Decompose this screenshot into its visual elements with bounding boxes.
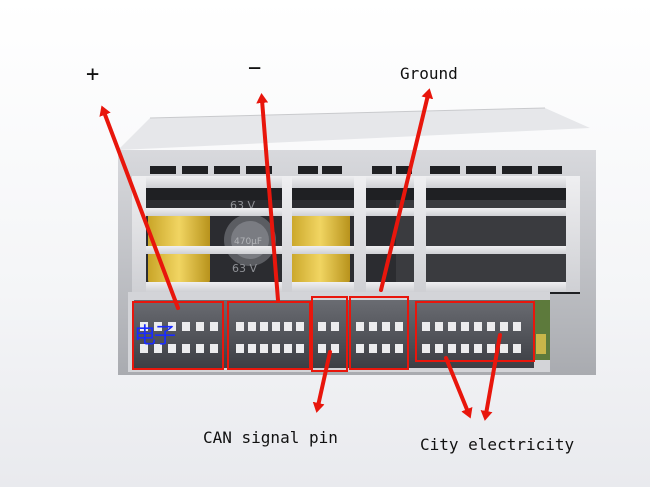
pin-slot	[272, 344, 280, 353]
arrow-city-2	[480, 333, 502, 421]
annotation-boxes	[132, 296, 535, 372]
pin-slot	[248, 344, 256, 353]
pin-slot	[154, 322, 162, 331]
label-negative: −	[248, 56, 262, 81]
pin-slot	[196, 322, 204, 331]
pin-slot	[513, 322, 521, 331]
label-ground: Ground	[400, 64, 458, 83]
pin-slot	[272, 322, 280, 331]
pin-slot	[296, 322, 304, 331]
pin-slot	[284, 344, 292, 353]
pin-slot	[395, 344, 403, 353]
pin-slot	[487, 344, 495, 353]
pin-slot	[168, 344, 176, 353]
box-positive-output	[132, 301, 224, 370]
pin-slot	[435, 344, 443, 353]
box-can-signal	[311, 296, 348, 372]
pin-slot	[369, 344, 377, 353]
pin-slot	[284, 322, 292, 331]
pin-slot	[382, 344, 390, 353]
pin-slot	[318, 344, 326, 353]
pin-slot	[331, 344, 339, 353]
pin-slot	[500, 344, 508, 353]
pin-slot	[435, 322, 443, 331]
pin-slot	[260, 344, 268, 353]
pin-slot	[513, 344, 521, 353]
ventilation-grille	[132, 176, 580, 292]
pin-slot	[369, 322, 377, 331]
pin-slot	[474, 344, 482, 353]
pin-slot	[168, 322, 176, 331]
pin-slot	[448, 344, 456, 353]
arrow-plus	[99, 105, 180, 310]
arrow-city-1	[444, 356, 473, 419]
label-city-electricity: City electricity	[420, 435, 575, 454]
pin-slot	[395, 322, 403, 331]
edge-connector	[134, 300, 534, 368]
connector-pins	[140, 322, 521, 353]
pin-slot	[296, 344, 304, 353]
pin-slot	[140, 344, 148, 353]
pin-slot	[154, 344, 162, 353]
pin-slot	[140, 322, 148, 331]
pin-slot	[236, 322, 244, 331]
arrow-minus	[256, 93, 280, 302]
arrow-ground	[379, 88, 434, 292]
pin-slot	[260, 322, 268, 331]
pin-slot	[182, 344, 190, 353]
pin-slot	[356, 344, 364, 353]
pin-slot	[331, 322, 339, 331]
pin-slot	[210, 322, 218, 331]
pin-slot	[500, 322, 508, 331]
pin-slot	[382, 322, 390, 331]
pin-slot	[210, 344, 218, 353]
box-ground	[349, 296, 409, 370]
psu-top-lid	[118, 108, 590, 150]
pin-slot	[248, 322, 256, 331]
box-negative-output	[227, 301, 311, 370]
pin-slot	[474, 322, 482, 331]
box-city-electricity	[415, 301, 535, 362]
label-can-signal-pin: CAN signal pin	[203, 428, 338, 447]
pin-slot	[196, 344, 204, 353]
pin-slot	[461, 344, 469, 353]
pin-slot	[236, 344, 244, 353]
capacitor-voltage-bottom: 63 V	[232, 262, 257, 275]
capacitor-value: 470μF	[234, 237, 262, 247]
arrow-can	[312, 350, 332, 413]
pin-slot	[422, 344, 430, 353]
pin-slot	[461, 322, 469, 331]
pin-slot	[356, 322, 364, 331]
label-positive: +	[86, 62, 100, 87]
pin-slot	[422, 322, 430, 331]
annotation-arrows	[99, 88, 502, 421]
label-chinese-overlay: 电子	[134, 324, 176, 349]
pin-slot	[448, 322, 456, 331]
pin-slot	[182, 322, 190, 331]
pin-slot	[487, 322, 495, 331]
pin-slot	[318, 322, 326, 331]
